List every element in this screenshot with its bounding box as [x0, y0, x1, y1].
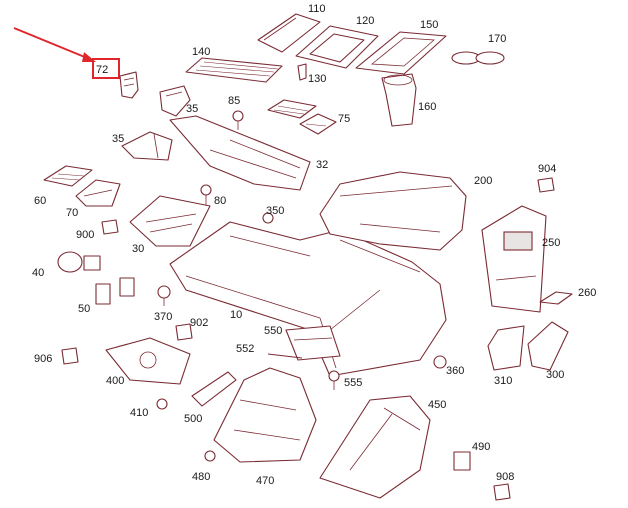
label-170[interactable]: 170	[488, 33, 506, 45]
label-490[interactable]: 490	[472, 441, 490, 453]
part-350-screw[interactable]	[262, 212, 274, 224]
part-35-bracket-upper[interactable]	[159, 85, 191, 117]
part-900-plug[interactable]	[101, 219, 119, 235]
label-72[interactable]: 72	[96, 64, 108, 76]
part-490-connector[interactable]	[453, 451, 471, 471]
label-908[interactable]: 908	[496, 471, 514, 483]
part-60-tray[interactable]	[43, 165, 93, 187]
part-250-rear-panel[interactable]	[481, 205, 547, 313]
part-80-screw[interactable]	[200, 184, 212, 206]
part-170-ring[interactable]	[451, 51, 505, 65]
label-904[interactable]: 904	[538, 163, 556, 175]
label-350[interactable]: 350	[266, 205, 284, 217]
label-150[interactable]: 150	[420, 19, 438, 31]
label-130[interactable]: 130	[308, 73, 326, 85]
label-70[interactable]: 70	[66, 207, 78, 219]
highlight-callout	[13, 27, 120, 79]
label-75[interactable]: 75	[338, 113, 350, 125]
label-50[interactable]: 50	[78, 303, 90, 315]
label-906[interactable]: 906	[34, 353, 52, 365]
part-140-mat[interactable]	[185, 57, 283, 83]
part-260-plate[interactable]	[539, 291, 573, 305]
label-160[interactable]: 160	[418, 101, 436, 113]
part-110-lid[interactable]	[257, 13, 321, 53]
label-250[interactable]: 250	[542, 237, 560, 249]
label-40[interactable]: 40	[32, 267, 44, 279]
label-550[interactable]: 550	[264, 325, 282, 337]
part-85-screw[interactable]	[232, 110, 244, 130]
label-450[interactable]: 450	[428, 399, 446, 411]
label-35-upper[interactable]: 35	[186, 103, 198, 115]
label-470[interactable]: 470	[256, 475, 274, 487]
label-60[interactable]: 60	[34, 195, 46, 207]
label-360[interactable]: 360	[446, 365, 464, 377]
part-400-module[interactable]	[105, 337, 191, 385]
part-300-cover[interactable]	[527, 321, 569, 371]
part-160-cup-holder[interactable]	[381, 73, 417, 127]
part-370-screw[interactable]	[157, 285, 171, 306]
label-300[interactable]: 300	[546, 369, 564, 381]
label-370[interactable]: 370	[154, 311, 172, 323]
part-75-vent[interactable]	[267, 99, 337, 135]
part-906-plug[interactable]	[61, 347, 79, 365]
label-552[interactable]: 552	[236, 343, 254, 355]
part-902-plug[interactable]	[175, 323, 193, 341]
part-310-bracket[interactable]	[487, 325, 525, 371]
label-10[interactable]: 10	[230, 309, 242, 321]
part-30-base-bracket[interactable]	[129, 195, 211, 247]
label-140[interactable]: 140	[192, 46, 210, 58]
label-30[interactable]: 30	[132, 243, 144, 255]
part-32-housing[interactable]	[169, 115, 311, 191]
part-904-plug[interactable]	[537, 177, 555, 193]
part-70-box[interactable]	[75, 179, 121, 207]
part-10-main-console[interactable]	[169, 221, 447, 377]
label-120[interactable]: 120	[356, 15, 374, 27]
part-50-socket[interactable]	[95, 277, 135, 305]
part-150-trim[interactable]	[355, 31, 447, 75]
label-310[interactable]: 310	[494, 375, 512, 387]
part-450-large-cover[interactable]	[319, 395, 431, 499]
part-72-cup-insert[interactable]	[119, 71, 139, 99]
label-35-lower[interactable]: 35	[112, 133, 124, 145]
part-200-armrest[interactable]	[319, 171, 467, 251]
label-85[interactable]: 85	[228, 95, 240, 107]
label-110[interactable]: 110	[308, 3, 326, 15]
label-555[interactable]: 555	[344, 377, 362, 389]
part-470-lower-housing[interactable]	[213, 367, 317, 463]
part-410-screw[interactable]	[156, 398, 168, 410]
label-80[interactable]: 80	[214, 195, 226, 207]
part-35-bracket-lower[interactable]	[121, 131, 173, 161]
part-130-clip[interactable]	[297, 63, 307, 81]
label-480[interactable]: 480	[192, 471, 210, 483]
part-555-screw[interactable]	[328, 370, 340, 390]
part-labels: 72 110 120 150 170 140 130 160 35 85 75 …	[32, 3, 596, 487]
label-900[interactable]: 900	[76, 229, 94, 241]
label-410[interactable]: 410	[130, 407, 148, 419]
part-550-switch-block[interactable]	[285, 325, 341, 361]
part-480-screw[interactable]	[204, 450, 216, 462]
label-400[interactable]: 400	[106, 375, 124, 387]
label-32[interactable]: 32	[316, 159, 328, 171]
part-360-grommet[interactable]	[433, 355, 447, 369]
part-552-rod[interactable]	[267, 353, 303, 359]
label-902[interactable]: 902	[190, 317, 208, 329]
label-260[interactable]: 260	[578, 287, 596, 299]
part-40-connector[interactable]	[57, 251, 101, 273]
part-120-frame[interactable]	[295, 25, 379, 69]
part-500-bracket[interactable]	[191, 371, 237, 407]
label-500[interactable]: 500	[184, 413, 202, 425]
label-200[interactable]: 200	[474, 175, 492, 187]
part-908-plug[interactable]	[493, 483, 511, 501]
